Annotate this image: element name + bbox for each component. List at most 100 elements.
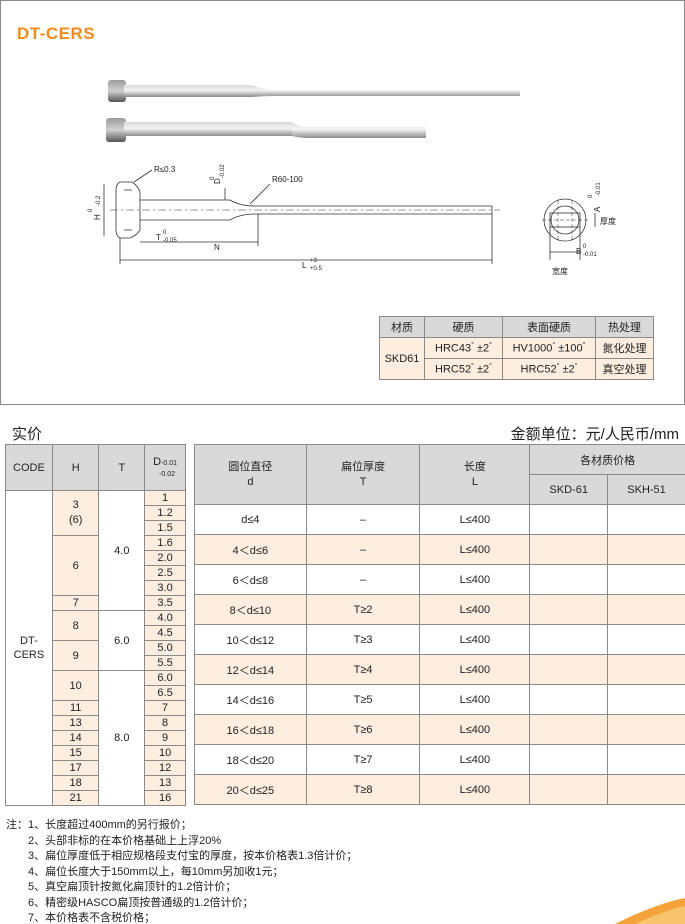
d-range: d≤4 xyxy=(194,504,307,535)
spec-table: CODE H T D-0.01 -0.02 DT-CERS 3(6) 4.0 1… xyxy=(5,444,186,806)
note-item: 4、扁位长度大于150mm以上，每10mm另加收1元； xyxy=(28,865,284,878)
table-row: 14＜d≤16 T≥5 L≤400 xyxy=(194,684,685,715)
t-label: T xyxy=(156,233,161,242)
mat-header-material: 材质 xyxy=(379,316,425,338)
h-cell: 10 xyxy=(51,670,100,701)
notes: 注：1、长度超过400mm的另行报价； 2、头部非标的在本价格基础上上浮20% … xyxy=(6,818,357,924)
r60-leader xyxy=(249,183,271,205)
price-label: 实价 xyxy=(12,426,43,443)
product-photo xyxy=(106,80,520,142)
r-head-label: R≤0.3 xyxy=(154,165,176,174)
material-table: 材质 硬质 表面硬质 热处理 SKD61 HRC43° ±2° HV1000° … xyxy=(379,316,654,380)
note-item: 3、扁位厚度低于相应规格段支付宝的厚度，按本价格表1.3倍计价； xyxy=(28,850,358,862)
table-row: d≤4 – L≤400 xyxy=(194,504,685,535)
b-label: B xyxy=(576,247,581,256)
d-cell: 6.0 xyxy=(144,670,186,686)
table-row: 12＜d≤14 T≥4 L≤400 xyxy=(194,654,685,685)
d-cell: 5.5 xyxy=(144,655,186,671)
d-cell: 12 xyxy=(144,760,186,776)
d-range: 20＜d≤25 xyxy=(194,774,307,805)
d-cell: 2.5 xyxy=(144,565,186,581)
h-cell: 6 xyxy=(51,535,100,596)
t-cell: 6.0 xyxy=(98,610,146,671)
d-range: 10＜d≤12 xyxy=(194,624,307,655)
pin-lower xyxy=(106,118,426,142)
d-cell: 1.2 xyxy=(144,505,186,521)
d-cell: 1.6 xyxy=(144,535,186,551)
length: L≤400 xyxy=(419,564,531,595)
d-label: D xyxy=(213,178,222,184)
length: L≤400 xyxy=(419,774,531,805)
decorative-swoosh xyxy=(615,898,685,924)
h-label: H xyxy=(93,214,102,220)
d-cell: 9 xyxy=(144,730,186,746)
h-cell: 13 xyxy=(51,715,100,731)
d-cell: 1.5 xyxy=(144,520,186,536)
mat-surface: HV1000° ±100° xyxy=(502,337,596,359)
mat-material: SKD61 xyxy=(379,337,425,380)
header-code: CODE xyxy=(5,444,53,491)
price-skh xyxy=(607,774,685,805)
note-item: 2、头部非标的在本价格基础上上浮20% xyxy=(28,834,222,847)
h-cell: 17 xyxy=(51,760,100,776)
d-tol-bot: -0.02 xyxy=(220,164,226,178)
d-cell: 8 xyxy=(144,715,186,731)
d-range: 6＜d≤8 xyxy=(194,564,307,595)
length: L≤400 xyxy=(419,624,531,655)
price-skd xyxy=(529,624,609,655)
a-tol-top: 0 xyxy=(588,194,594,198)
t-tol-bot: -0.05 xyxy=(163,238,177,244)
mat-header-surface: 表面硬质 xyxy=(502,316,596,338)
h-cell: 14 xyxy=(51,730,100,746)
l-tol-bot: +0.5 xyxy=(310,266,323,272)
pin-head-outline xyxy=(115,181,141,239)
d-cell: 5.0 xyxy=(144,640,186,656)
table-row: 8＜d≤10 T≥2 L≤400 xyxy=(194,594,685,625)
header-t: T xyxy=(98,444,146,491)
length: L≤400 xyxy=(419,744,531,775)
h-cell: 21 xyxy=(51,790,100,806)
d-range: 4＜d≤6 xyxy=(194,534,307,565)
price-skh xyxy=(607,744,685,775)
d-cell: 7 xyxy=(144,700,186,716)
table-row: 6＜d≤8 – L≤400 xyxy=(194,564,685,595)
t-range: – xyxy=(305,504,421,535)
t-range: T≥2 xyxy=(305,594,421,625)
h-cell: 3(6) xyxy=(51,490,100,536)
price-skh xyxy=(607,564,685,595)
header-h: H xyxy=(51,444,100,491)
price-skd xyxy=(529,594,609,625)
t-cell: 4.0 xyxy=(98,490,146,611)
note-item: 6、精密级HASCO扁顶按普通级的1.2倍计价； xyxy=(28,896,254,909)
mat-hardness: HRC52° ±2° xyxy=(424,358,503,380)
h-cell: 8 xyxy=(51,610,100,641)
d-cell: 3.5 xyxy=(144,595,186,611)
d-cell: 4.0 xyxy=(144,610,186,626)
price-skh xyxy=(607,684,685,715)
table-row: 16＜d≤18 T≥6 L≤400 xyxy=(194,714,685,745)
price-skd xyxy=(529,504,609,535)
header-price: 各材质价格 xyxy=(529,444,685,475)
width-label: 宽度 xyxy=(552,266,568,276)
header-d: D-0.01 -0.02 xyxy=(144,444,186,491)
header-skd: SKD-61 xyxy=(529,474,609,505)
a-tol-bot: -0.01 xyxy=(596,182,602,196)
mat-hardness: HRC43° ±2° xyxy=(424,337,503,359)
l-label: L xyxy=(302,261,307,270)
price-skd xyxy=(529,534,609,565)
mat-surface: HRC52° ±2° xyxy=(502,358,596,380)
price-skh xyxy=(607,624,685,655)
header-skh: SKH-51 xyxy=(607,474,685,505)
mat-treatment: 氮化处理 xyxy=(595,337,654,359)
flat-outline xyxy=(229,199,493,221)
t-range: T≥6 xyxy=(305,714,421,745)
code-cell: DT-CERS xyxy=(5,490,53,806)
d-cell: 16 xyxy=(144,790,186,806)
n-label: N xyxy=(214,243,220,252)
l-tol-top: +3 xyxy=(310,258,318,264)
t-range: T≥4 xyxy=(305,654,421,685)
